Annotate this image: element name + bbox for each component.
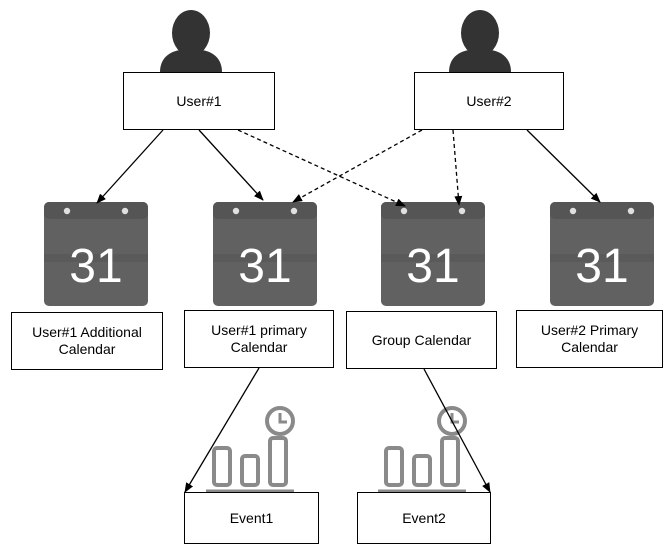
user2-label: User#2: [466, 92, 512, 109]
calendar-primary1-label-line-1: User#1 primary: [211, 322, 307, 338]
edge-user2-to-cal-primary1: [292, 129, 423, 203]
edge-user2-to-cal-group: [452, 129, 463, 206]
calendar-additional-label-line-1: User#1 Additional: [32, 324, 142, 340]
event1-label: Event1: [229, 509, 274, 526]
user2-node: User#2: [414, 72, 564, 130]
user1-node: User#1: [123, 72, 275, 130]
calendar-primary1-calendar-31-icon: 31: [213, 202, 317, 306]
calendar-primary2-node: User#2 Primary Calendar: [516, 310, 663, 368]
edge-cal-group-to-event2: [423, 368, 491, 493]
event2-node: Event2: [357, 492, 491, 544]
calendar-additional-calendar-31-icon: 31: [44, 202, 148, 306]
calendar-additional-label-line-2: Calendar: [58, 341, 116, 357]
calendar-group-calendar-31-icon: 31: [381, 202, 485, 306]
calendar-primary1-label-line-2: Calendar: [230, 339, 288, 355]
edge-user2-to-cal-primary2: [526, 129, 601, 203]
edge-cal-primary1-to-event1: [184, 367, 260, 493]
calendar-additional-node: User#1 Additional Calendar: [11, 312, 163, 370]
event1-node: Event1: [184, 492, 319, 544]
edge-user1-to-cal-group: [237, 129, 406, 207]
calendar-primary2-calendar-31-icon: 31: [550, 202, 654, 306]
calendar-primary2-label-line-1: User#2 Primary: [540, 322, 639, 338]
calendar-group-number: 31: [406, 240, 459, 293]
user1-label: User#1: [176, 92, 222, 109]
user1-person-icon: [160, 10, 222, 72]
calendar-primary1-number: 31: [238, 240, 291, 293]
calendar-primary1-node: User#1 primary Calendar: [184, 310, 334, 368]
calendar-primary2-label-line-2: Calendar: [561, 339, 618, 355]
calendar-group-label-line-1: Group Calendar: [371, 331, 472, 348]
user2-person-icon: [449, 10, 511, 72]
calendar-group-node: Group Calendar: [346, 311, 497, 369]
edge-user1-to-cal-primary1: [198, 129, 264, 201]
calendar-primary2-number: 31: [575, 240, 628, 293]
calendar-additional-number: 31: [69, 240, 122, 293]
event2-label: Event2: [402, 509, 446, 526]
edge-user1-to-cal-additional: [96, 129, 164, 204]
